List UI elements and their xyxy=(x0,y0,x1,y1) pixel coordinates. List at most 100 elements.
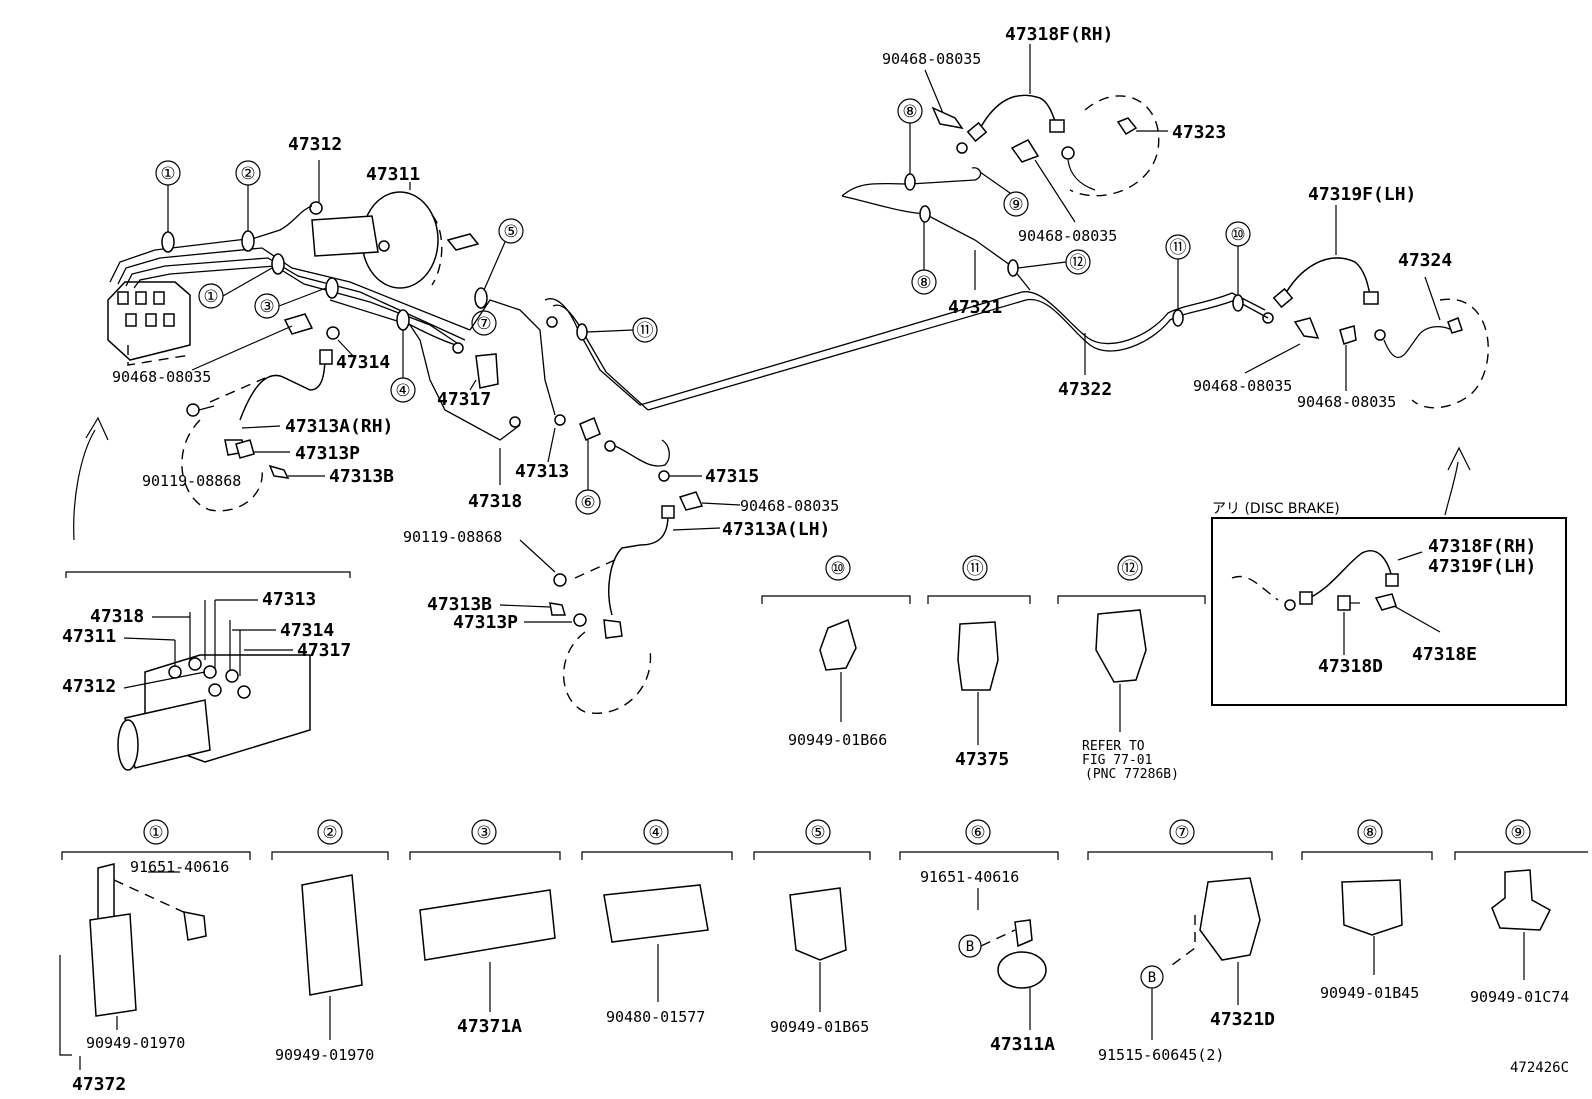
callout-3-detail[interactable]: ③ xyxy=(476,823,491,843)
callout-8-top[interactable]: ⑧ xyxy=(902,102,917,122)
label-47314[interactable]: 47314 xyxy=(336,352,390,373)
label-90468-left[interactable]: 90468-08035 xyxy=(112,368,211,386)
bottom-detail-6: ⑥ 91651-40616 B 47311A xyxy=(899,819,1059,1055)
clip-icon xyxy=(1010,139,1040,163)
callout-2[interactable]: ② xyxy=(240,164,255,184)
clamp-10-icon xyxy=(819,618,857,671)
callout-5-top[interactable]: ⑤ xyxy=(503,222,518,242)
clamp-12-refer-line2[interactable]: FIG 77-01 xyxy=(1082,753,1152,768)
b2-part[interactable]: 90949-01970 xyxy=(275,1046,374,1064)
marker-b-6[interactable]: B xyxy=(966,939,974,955)
bottom-detail-5: ⑤ 90949-01B65 xyxy=(753,819,871,1036)
proportioning-valve-icon xyxy=(475,353,499,389)
label-90468-top[interactable]: 90468-08035 xyxy=(882,50,981,68)
callout-9-detail[interactable]: ⑨ xyxy=(1510,823,1525,843)
callout-7-detail[interactable]: ⑦ xyxy=(1174,823,1189,843)
label-47323[interactable]: 47323 xyxy=(1172,122,1226,143)
label-47313[interactable]: 47313 xyxy=(515,461,569,482)
callout-5-detail[interactable]: ⑤ xyxy=(810,823,825,843)
clamp-12-refer-line3[interactable]: (PNC 77286B) xyxy=(1085,767,1179,782)
label-47313P-center[interactable]: 47313P xyxy=(453,612,518,633)
clamp-3-icon xyxy=(419,889,556,961)
callout-4-top[interactable]: ④ xyxy=(395,381,410,401)
callout-2-detail[interactable]: ② xyxy=(322,823,337,843)
label-47318F-RH[interactable]: 47318F(RH) xyxy=(1005,24,1113,45)
label-90119-left[interactable]: 90119-08868 xyxy=(142,472,241,490)
inset-label-47313[interactable]: 47313 xyxy=(262,589,316,610)
master-cylinder-area: 47311 47312 ① ② ① ③ 47314 90468-080 xyxy=(107,134,839,515)
label-90468-center[interactable]: 90468-08035 xyxy=(740,497,839,515)
b5-part[interactable]: 90949-01B65 xyxy=(770,1018,869,1036)
callout-12-mid[interactable]: ⑫ xyxy=(1070,253,1087,273)
label-47313B[interactable]: 47313B xyxy=(329,466,394,487)
master-cylinder-icon xyxy=(311,215,379,257)
b3-part[interactable]: 47371A xyxy=(457,1016,522,1037)
label-47318[interactable]: 47318 xyxy=(468,491,522,512)
label-47317[interactable]: 47317 xyxy=(437,389,491,410)
callout-4-detail[interactable]: ④ xyxy=(648,823,663,843)
inset-label-47311[interactable]: 47311 xyxy=(62,626,116,647)
callout-8-mid[interactable]: ⑧ xyxy=(916,273,931,293)
b1-part-91651[interactable]: 91651-40616 xyxy=(130,858,229,876)
inset-label-47317[interactable]: 47317 xyxy=(297,640,351,661)
label-47311[interactable]: 47311 xyxy=(366,164,420,185)
label-47313B-center[interactable]: 47313B xyxy=(427,594,492,615)
callout-3[interactable]: ③ xyxy=(259,297,274,317)
clamp-11-icon xyxy=(957,621,999,691)
label-47315[interactable]: 47315 xyxy=(705,466,759,487)
label-90468-r2[interactable]: 90468-08035 xyxy=(1297,393,1396,411)
callout-10-right[interactable]: ⑩ xyxy=(1230,225,1245,245)
label-47313A-LH[interactable]: 47313A(LH) xyxy=(722,519,830,540)
callout-8-detail[interactable]: ⑧ xyxy=(1362,823,1377,843)
callout-11-top[interactable]: ⑪ xyxy=(637,321,654,341)
callout-6-detail[interactable]: ⑥ xyxy=(970,823,985,843)
b7-part-91515[interactable]: 91515-60645(2) xyxy=(1098,1046,1224,1064)
callout-11-right[interactable]: ⑪ xyxy=(1170,238,1187,258)
callout-1-detail[interactable]: ① xyxy=(148,823,163,843)
b1-part-90949[interactable]: 90949-01970 xyxy=(86,1034,185,1052)
diagram-code: 472426C xyxy=(1510,1060,1569,1076)
disc-brake-box xyxy=(1211,517,1567,706)
label-47313P[interactable]: 47313P xyxy=(295,443,360,464)
callout-7-top[interactable]: ⑦ xyxy=(476,314,491,334)
disc-label-47318D[interactable]: 47318D xyxy=(1318,656,1383,677)
inset-label-47314[interactable]: 47314 xyxy=(280,620,334,641)
callout-6-top[interactable]: ⑥ xyxy=(580,493,595,513)
callout-1-mid[interactable]: ① xyxy=(203,287,218,307)
bolt-icon xyxy=(183,911,207,941)
label-47313A-RH[interactable]: 47313A(RH) xyxy=(285,416,393,437)
callout-11-detail[interactable]: ⑪ xyxy=(967,559,984,579)
inset-label-47312[interactable]: 47312 xyxy=(62,676,116,697)
clamp-1-icon xyxy=(89,913,137,1017)
label-47312[interactable]: 47312 xyxy=(288,134,342,155)
b9-part[interactable]: 90949-01C74 xyxy=(1470,988,1569,1006)
b8-part[interactable]: 90949-01B45 xyxy=(1320,984,1419,1002)
callout-1-top[interactable]: ① xyxy=(160,164,175,184)
label-90468-mid[interactable]: 90468-08035 xyxy=(1018,227,1117,245)
disc-label-47319F[interactable]: 47319F(LH) xyxy=(1428,556,1536,577)
clamp-12-refer-line1[interactable]: REFER TO xyxy=(1082,739,1145,754)
lh-front-hose-group: 47319F(LH) 47324 90468-08035 90468-08035 xyxy=(1193,184,1489,516)
b6-part[interactable]: 47311A xyxy=(990,1034,1055,1055)
b7-part[interactable]: 47321D xyxy=(1210,1009,1275,1030)
b4-part[interactable]: 90480-01577 xyxy=(606,1008,705,1026)
callout-9[interactable]: ⑨ xyxy=(1008,195,1023,215)
clamp-11-part[interactable]: 47375 xyxy=(955,749,1009,770)
inset-label-47318[interactable]: 47318 xyxy=(90,606,144,627)
clamp-detail-10: ⑩ 90949-01B66 xyxy=(761,555,911,749)
label-90119-center[interactable]: 90119-08868 xyxy=(403,528,502,546)
b1-part-47372[interactable]: 47372 xyxy=(72,1074,126,1095)
disc-brake-title[interactable]: アリ (DISC BRAKE) xyxy=(1212,501,1340,517)
callout-12-detail[interactable]: ⑫ xyxy=(1122,559,1139,579)
b6-part-91651[interactable]: 91651-40616 xyxy=(920,868,1019,886)
label-47319F-LH[interactable]: 47319F(LH) xyxy=(1308,184,1416,205)
clamp-10-part[interactable]: 90949-01B66 xyxy=(788,731,887,749)
callout-10-detail[interactable]: ⑩ xyxy=(830,559,845,579)
clamp-detail-12: ⑫ REFER TO FIG 77-01 (PNC 77286B) xyxy=(1057,555,1206,782)
marker-b-7[interactable]: B xyxy=(1148,970,1156,986)
disc-label-47318F[interactable]: 47318F(RH) xyxy=(1428,536,1536,557)
disc-label-47318E[interactable]: 47318E xyxy=(1412,644,1477,665)
label-47322[interactable]: 47322 xyxy=(1058,379,1112,400)
label-90468-r1[interactable]: 90468-08035 xyxy=(1193,377,1292,395)
label-47324[interactable]: 47324 xyxy=(1398,250,1452,271)
